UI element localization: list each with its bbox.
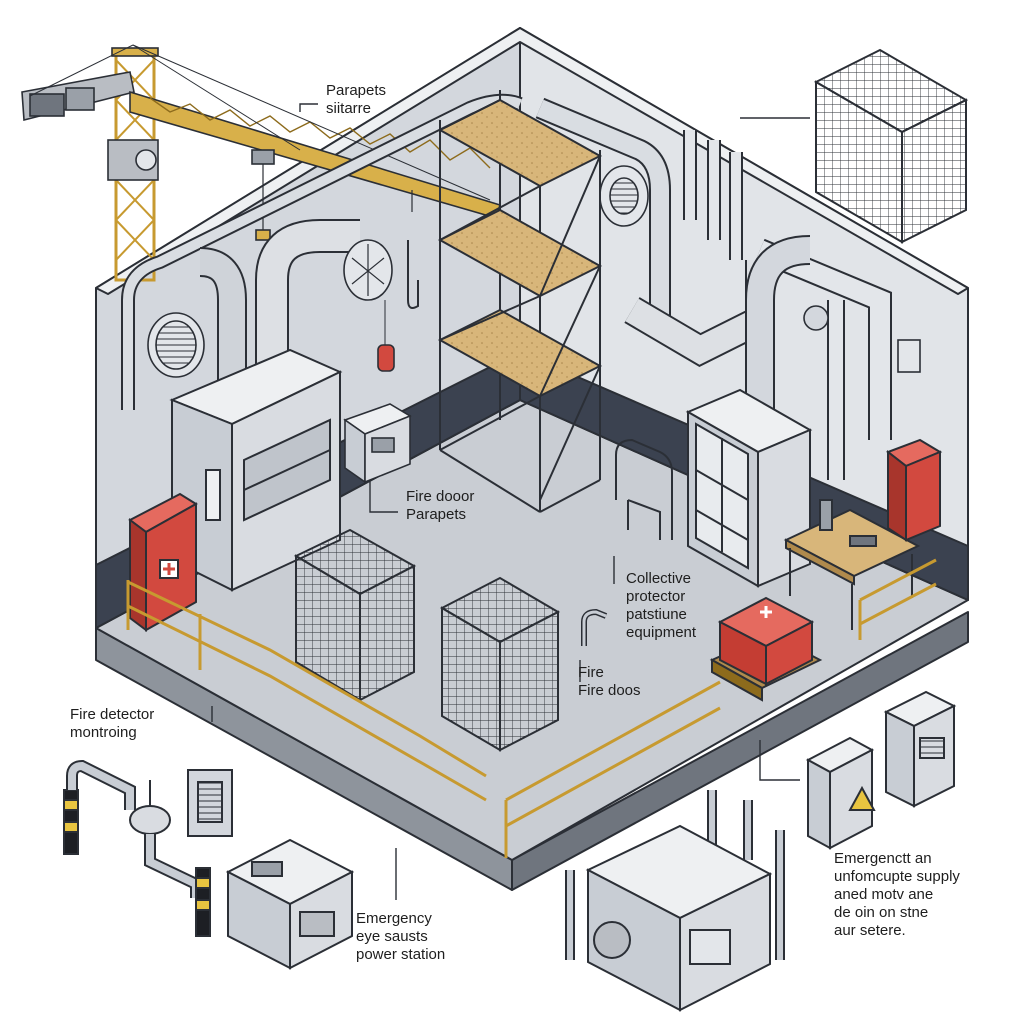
first-aid-box-icon [709,596,823,702]
mesh-cage-icon [293,528,417,702]
control-unit-icon [343,403,412,484]
electrical-panel-icon [897,339,921,373]
tower-crane-icon [21,44,502,282]
eyewash-station-icon [63,759,233,937]
electrical-panel-icon [805,736,876,850]
storage-cabinet-icon [685,388,813,588]
callout-line: Fire detector [70,706,155,723]
guard-railing [126,558,937,858]
workbench-icon [783,499,921,630]
callout-line: eye sausts [356,928,428,945]
callout-line: Emergency [356,910,432,927]
callout-emergency-eye: Emergency eye sausts power station [356,910,445,964]
generator-icon [565,790,785,1012]
callout-line: aur setere. [834,922,906,939]
callout-line: Parapets [406,506,467,523]
power-unit-icon [225,838,355,970]
callout-line: Emergenctt an [834,850,932,867]
scaffold-icon [437,90,603,513]
bollard-icon [63,789,79,855]
callout-line: Parapets [326,82,387,99]
fume-hood-icon [169,348,343,592]
bollard-icon [195,867,211,937]
callout-emergency-supply: Emergenctt an unfomcupte supply aned mot… [834,850,960,940]
callout-fire-door-parapets: Fire dooor Parapets [406,488,474,524]
callout-line: de oin on stne [834,904,929,921]
callout-fire-doors: Fire Fire doos [578,664,641,700]
wall-ledge [95,27,969,295]
electrical-panel-icon [883,690,957,808]
callout-line: Fire doos [578,682,641,699]
fire-cabinet-icon [128,492,198,632]
callout-line: power station [356,946,446,963]
fire-extinguisher-icon [377,344,395,372]
callout-line: Fire [578,664,604,681]
mesh-cage-icon [813,48,969,244]
callout-collective-protector: Collective protector patstiune equipment [626,570,696,642]
callout-line: siitarre [326,100,372,117]
callout-line: montroing [70,724,137,741]
fire-cabinet-icon [885,438,943,542]
callout-line: patstiune [626,606,687,623]
frame-chair-icon [615,438,673,540]
callout-line: protector [626,588,686,605]
leader-lines [211,103,810,900]
callout-line: Fire dooor [406,488,475,505]
mesh-cage-icon [439,576,561,752]
hose-fitting-icon [581,608,608,646]
callout-line: Collective [626,570,692,587]
callout-line: unfomcupte supply [834,868,960,885]
callout-fire-detector: Fire detector montroing [70,706,154,742]
callout-line: equipment [626,624,697,641]
duct-system-right [535,97,921,480]
callout-line: aned motv ane [834,886,934,903]
duct-system-left [121,93,523,410]
floor-slab-right [511,611,969,891]
callout-parapets-stairs: Parapets siitarre [326,82,386,118]
